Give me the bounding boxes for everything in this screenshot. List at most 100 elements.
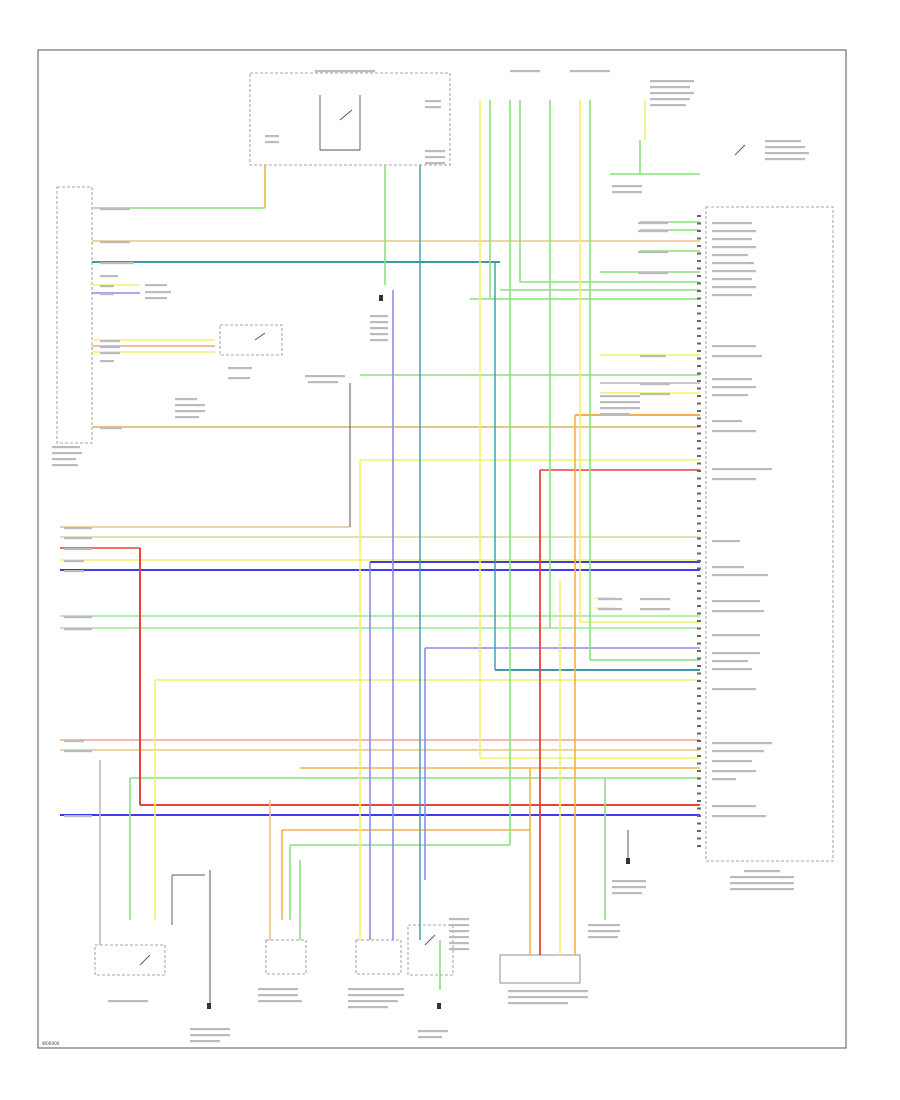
- label-mark: [100, 241, 130, 244]
- label-mark: [510, 70, 540, 73]
- ecm-pin: [697, 552, 701, 555]
- label-mark: [64, 815, 92, 818]
- label-mark: [765, 140, 801, 143]
- label-mark: [712, 286, 756, 289]
- label-mark: [425, 106, 441, 109]
- ecm-pin: [697, 590, 701, 592]
- label-mark: [64, 548, 92, 551]
- label-mark: [258, 1000, 302, 1003]
- label-mark: [258, 994, 298, 997]
- ecm-pin: [697, 245, 701, 247]
- label-mark: [588, 930, 620, 933]
- label-mark: [348, 994, 404, 997]
- label-mark: [650, 104, 686, 107]
- label-mark: [315, 70, 375, 73]
- label-mark: [712, 238, 752, 241]
- ecm-pin: [697, 612, 701, 615]
- label-mark: [100, 275, 118, 278]
- sensor-box-c: [407, 924, 454, 976]
- top-relay-box: [249, 72, 451, 166]
- label-mark: [712, 394, 748, 397]
- label-mark: [650, 86, 690, 89]
- ecm-pin: [697, 267, 701, 270]
- fuel-pump-relay: [219, 324, 283, 356]
- label-mark: [100, 427, 122, 430]
- label-mark: [588, 924, 620, 927]
- label-mark: [228, 367, 252, 370]
- label-mark: [650, 80, 694, 83]
- switch-glyphs: [139, 95, 746, 966]
- ecm-pin: [697, 740, 701, 742]
- label-mark: [64, 750, 92, 753]
- label-mark: [508, 1002, 568, 1005]
- label-mark: [765, 158, 805, 161]
- switch-idle: [139, 954, 151, 966]
- label-mark: [175, 398, 197, 401]
- ecm-pin: [697, 597, 701, 600]
- ecm-pin: [697, 492, 701, 495]
- label-mark: [570, 70, 610, 73]
- ecm-pin: [697, 642, 701, 645]
- label-mark: [449, 948, 469, 951]
- label-mark: [305, 375, 345, 378]
- label-mark: [449, 930, 469, 933]
- ecm-pin: [697, 260, 701, 262]
- ecm-pin: [697, 665, 701, 667]
- label-mark: [640, 393, 670, 396]
- label-mark: [612, 191, 642, 194]
- diagram-frame: [37, 49, 847, 1049]
- label-mark: [612, 185, 642, 188]
- ecm-pin: [697, 222, 701, 225]
- label-mark: [765, 152, 809, 155]
- ecm-pin: [697, 500, 701, 502]
- label-mark: [190, 1028, 230, 1031]
- label-mark: [425, 100, 441, 103]
- label-mark: [712, 420, 742, 423]
- label-mark: [730, 876, 794, 879]
- label-mark: [712, 478, 756, 481]
- label-mark: [638, 222, 668, 225]
- ecm-pin: [697, 297, 701, 300]
- ecm-pin: [697, 582, 701, 585]
- ecm-pin: [697, 275, 701, 277]
- label-mark: [370, 315, 388, 318]
- relay-bracket-bottom: [171, 874, 205, 925]
- label-mark: [449, 924, 469, 927]
- label-mark: [640, 608, 670, 611]
- ecm-pin: [697, 462, 701, 465]
- ecm-pin: [697, 320, 701, 322]
- label-mark: [449, 936, 469, 939]
- label-mark: [108, 1000, 148, 1003]
- label-mark: [600, 401, 640, 404]
- ecm-pin: [697, 845, 701, 847]
- ground-b: [207, 1003, 211, 1009]
- label-mark: [712, 610, 764, 613]
- label-mark: [765, 146, 805, 149]
- label-mark: [712, 770, 756, 773]
- label-mark: [712, 750, 764, 753]
- label-mark: [730, 882, 794, 885]
- label-mark: [598, 608, 622, 611]
- ecm-pin: [697, 402, 701, 405]
- ecm-pin: [697, 282, 701, 285]
- label-mark: [712, 278, 752, 281]
- label-mark: [449, 942, 469, 945]
- label-mark: [600, 413, 630, 416]
- ecm-pin: [697, 425, 701, 427]
- ecm-pin: [697, 605, 701, 607]
- label-mark: [712, 262, 754, 265]
- ecm-pin: [697, 762, 701, 765]
- sensor-box-b: [355, 939, 402, 975]
- label-mark: [650, 92, 694, 95]
- label-mark: [640, 355, 666, 358]
- label-mark: [712, 222, 752, 225]
- ecm-pin: [697, 455, 701, 457]
- ground-c: [437, 1003, 441, 1009]
- label-mark: [265, 135, 279, 138]
- ecm-pin: [697, 830, 701, 832]
- label-mark: [600, 407, 640, 410]
- ecm-pin: [697, 477, 701, 480]
- label-mark: [64, 740, 84, 743]
- label-mark: [598, 598, 622, 601]
- label-mark: [348, 988, 404, 991]
